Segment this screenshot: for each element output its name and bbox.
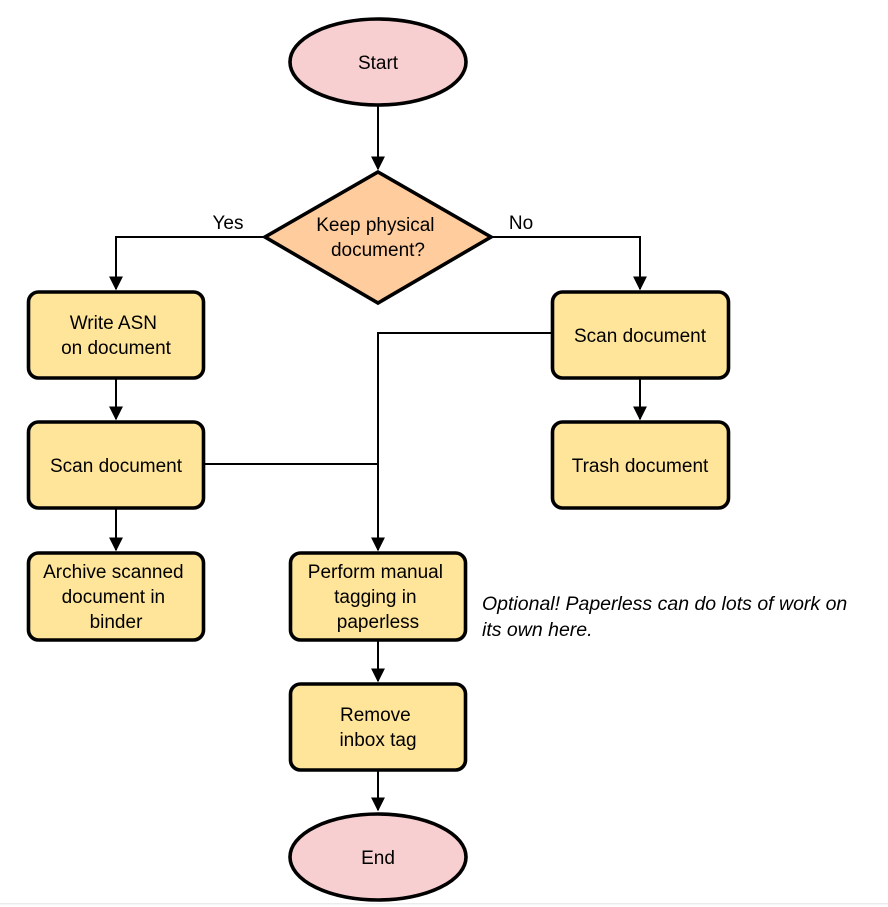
bottom-page-edge: [0, 903, 888, 905]
start-label: Start: [358, 53, 399, 74]
tagging-box-shape: [288, 551, 468, 642]
tagging-label: Perform manual tagging in paperless: [308, 562, 448, 633]
write-asn-label: Write ASN on document: [61, 313, 172, 359]
edge-scanright-to-tagging: [371, 332, 551, 552]
scan-right-box-shape: [550, 290, 731, 380]
node-manual-tagging: Perform manual tagging in paperless: [288, 551, 468, 642]
yes-branch-label: Yes: [213, 213, 244, 234]
edge-decision-no: [491, 236, 647, 291]
archive-box-shape: [26, 551, 206, 642]
node-scan-document-left: Scan document: [26, 420, 206, 510]
node-end: End: [288, 812, 468, 902]
node-write-asn: Write ASN on document: [26, 290, 206, 380]
trash-box-shape: [550, 420, 731, 510]
node-decision-keep-physical: Keep physical document?: [261, 169, 495, 306]
decision-label: Keep physical document?: [316, 215, 440, 261]
edge-decision-yes: [109, 236, 265, 291]
annotation-line-2: its own here.: [482, 619, 593, 641]
end-label: End: [361, 848, 395, 869]
start-terminal-shape: [288, 17, 468, 107]
remove-inbox-box-shape: [288, 682, 468, 772]
scan-left-label: Scan document: [50, 456, 183, 477]
node-scan-document-right: Scan document: [550, 290, 731, 380]
node-start: Start: [288, 17, 468, 107]
node-remove-inbox-tag: Remove inbox tag: [288, 682, 468, 772]
node-archive-binder: Archive scanned document in binder: [26, 551, 206, 642]
scan-left-box-shape: [26, 420, 206, 510]
remove-inbox-label: Remove inbox tag: [339, 705, 416, 751]
write-asn-box-shape: [26, 290, 206, 380]
optional-annotation: Optional! Paperless can do lots of work …: [482, 593, 847, 641]
annotation-line-1: Optional! Paperless can do lots of work …: [482, 593, 847, 615]
no-branch-label: No: [509, 213, 533, 234]
connectors: [109, 106, 647, 812]
scan-right-label: Scan document: [574, 326, 707, 347]
trash-label: Trash document: [572, 456, 709, 477]
node-trash-document: Trash document: [550, 420, 731, 510]
end-terminal-shape: [288, 812, 468, 902]
archive-label: Archive scanned document in binder: [43, 562, 189, 633]
decision-diamond-shape: [261, 169, 495, 306]
